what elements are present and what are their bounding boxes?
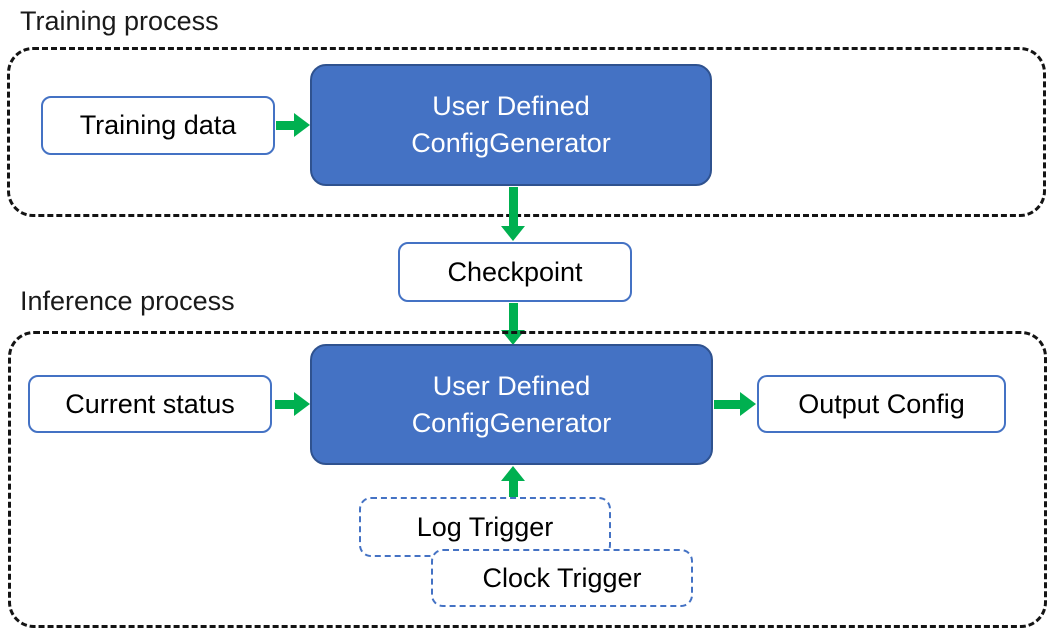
clock-trigger-box: Clock Trigger <box>431 549 693 607</box>
arrow-shaft <box>508 303 518 330</box>
config-generator-line1: User Defined <box>432 370 591 401</box>
arrow-shaft <box>275 399 294 409</box>
checkpoint-box: Checkpoint <box>398 242 632 302</box>
current-status-box: Current status <box>28 375 272 433</box>
inference-process-label: Inference process <box>20 286 235 316</box>
arrow-current-status-to-generator <box>275 392 310 416</box>
arrow-head-icon <box>740 392 756 416</box>
config-generator-inference-box: User Defined ConfigGenerator <box>310 344 713 465</box>
arrow-generator-to-output <box>714 392 756 416</box>
arrow-head-icon <box>501 466 525 481</box>
arrow-shaft <box>714 399 740 409</box>
arrow-shaft <box>508 481 518 498</box>
training-process-label: Training process <box>20 6 219 36</box>
config-generator-training-box: User Defined ConfigGenerator <box>310 64 712 186</box>
arrow-triggers-to-generator <box>501 466 525 498</box>
arrow-training-data-to-generator <box>276 113 310 137</box>
arrow-shaft <box>508 187 518 226</box>
arrow-generator-to-checkpoint <box>501 187 525 241</box>
training-process-container <box>7 47 1046 217</box>
arrow-head-icon <box>501 226 525 241</box>
output-config-box: Output Config <box>757 375 1006 433</box>
config-generator-line2: ConfigGenerator <box>411 407 612 438</box>
arrow-head-icon <box>294 113 310 137</box>
arrow-shaft <box>276 120 294 130</box>
config-generator-line1: User Defined <box>432 91 590 121</box>
config-generator-line2: ConfigGenerator <box>411 128 611 158</box>
training-data-box: Training data <box>41 96 275 155</box>
log-trigger-box: Log Trigger <box>359 497 611 557</box>
arrow-head-icon <box>294 392 310 416</box>
inference-process-container <box>8 331 1047 628</box>
